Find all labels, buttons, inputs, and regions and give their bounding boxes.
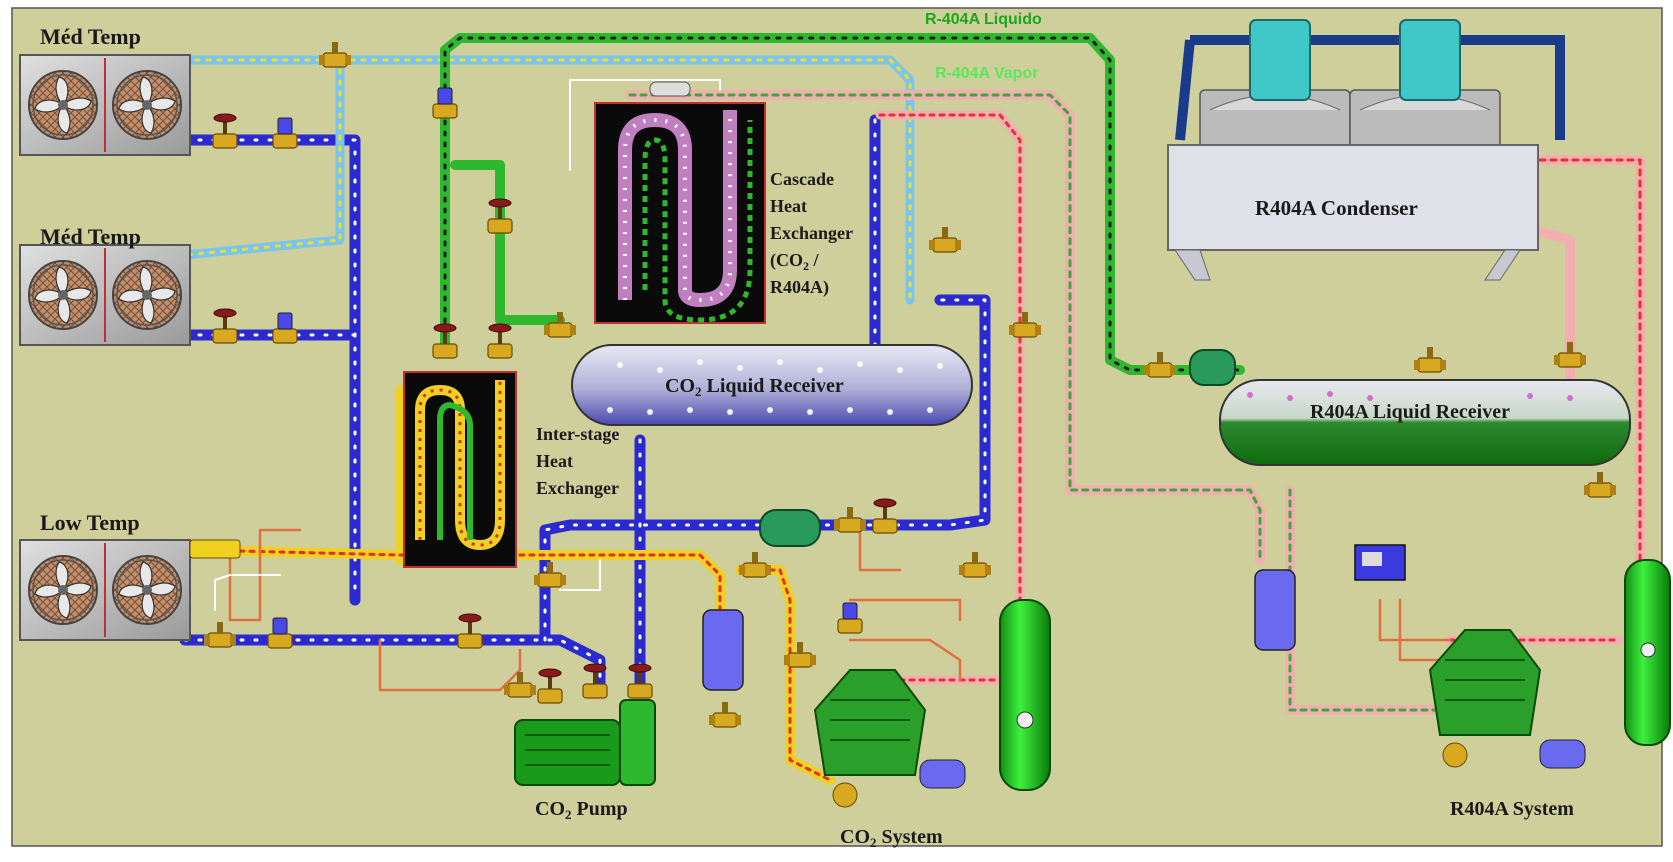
label-med-temp-1: Méd Temp [40,24,141,49]
evaporator-low-temp [19,539,191,641]
r404a-accumulator [1254,569,1296,651]
label-interstage-1: Inter-stage [536,424,619,444]
label-r404a-condenser: R404A Condenser [1255,196,1418,220]
label-cascade-1: Cascade [770,169,834,189]
evaporator-med-temp-2 [19,244,191,346]
label-interstage-3: Exchanger [536,478,619,498]
co2-separator-vessel [999,599,1051,791]
co2-compressor [813,669,927,808]
co2-pump [514,663,656,786]
interstage-heat-exchanger [403,371,517,568]
fan-icon [112,555,182,625]
label-low-temp: Low Temp [40,510,140,535]
fan-icon [28,260,98,330]
r404a-condenser [1167,19,1565,281]
label-co2-pump: CO2 Pump [535,798,628,822]
label-interstage-2: Heat [536,451,573,471]
filter-drier [759,509,821,547]
fan-icon [28,555,98,625]
evaporator-med-temp-1 [19,54,191,156]
co2-liquid-receiver [571,344,973,426]
label-cascade-2: Heat [770,196,807,216]
fan-icon [28,70,98,140]
fan-icon [112,260,182,330]
co2-accumulator [702,609,744,691]
system-valves [432,81,1617,728]
label-cascade-3: Exchanger [770,223,853,243]
r404a-separator-vessel [1624,559,1671,746]
label-r404a-vapor: R-404A Vapor [935,65,1038,82]
r404a-compressor [1428,629,1542,768]
oil-separator [919,759,966,789]
label-r404a-system: R404A System [1450,798,1574,820]
label-med-temp-2: Méd Temp [40,224,141,249]
evaporator-valves [189,41,483,649]
label-cascade-5: R404A) [770,277,829,298]
r404a-liquid-receiver [1219,379,1631,466]
fan-motor-icon [1249,19,1311,101]
oil-separator [1539,739,1586,769]
fan-motor-icon [1399,19,1461,101]
label-co2-system: CO2 System [840,826,943,850]
label-r404a-liquid-receiver: R404A Liquid Receiver [1310,401,1510,423]
label-r404a-liquido: R-404A Liquido [925,11,1042,28]
cascade-heat-exchanger [594,102,766,324]
label-cascade-4: (CO2 / [770,250,820,273]
filter-drier [1189,349,1236,386]
label-co2-liquid-receiver: CO2 Liquid Receiver [665,375,844,399]
fan-icon [112,70,182,140]
